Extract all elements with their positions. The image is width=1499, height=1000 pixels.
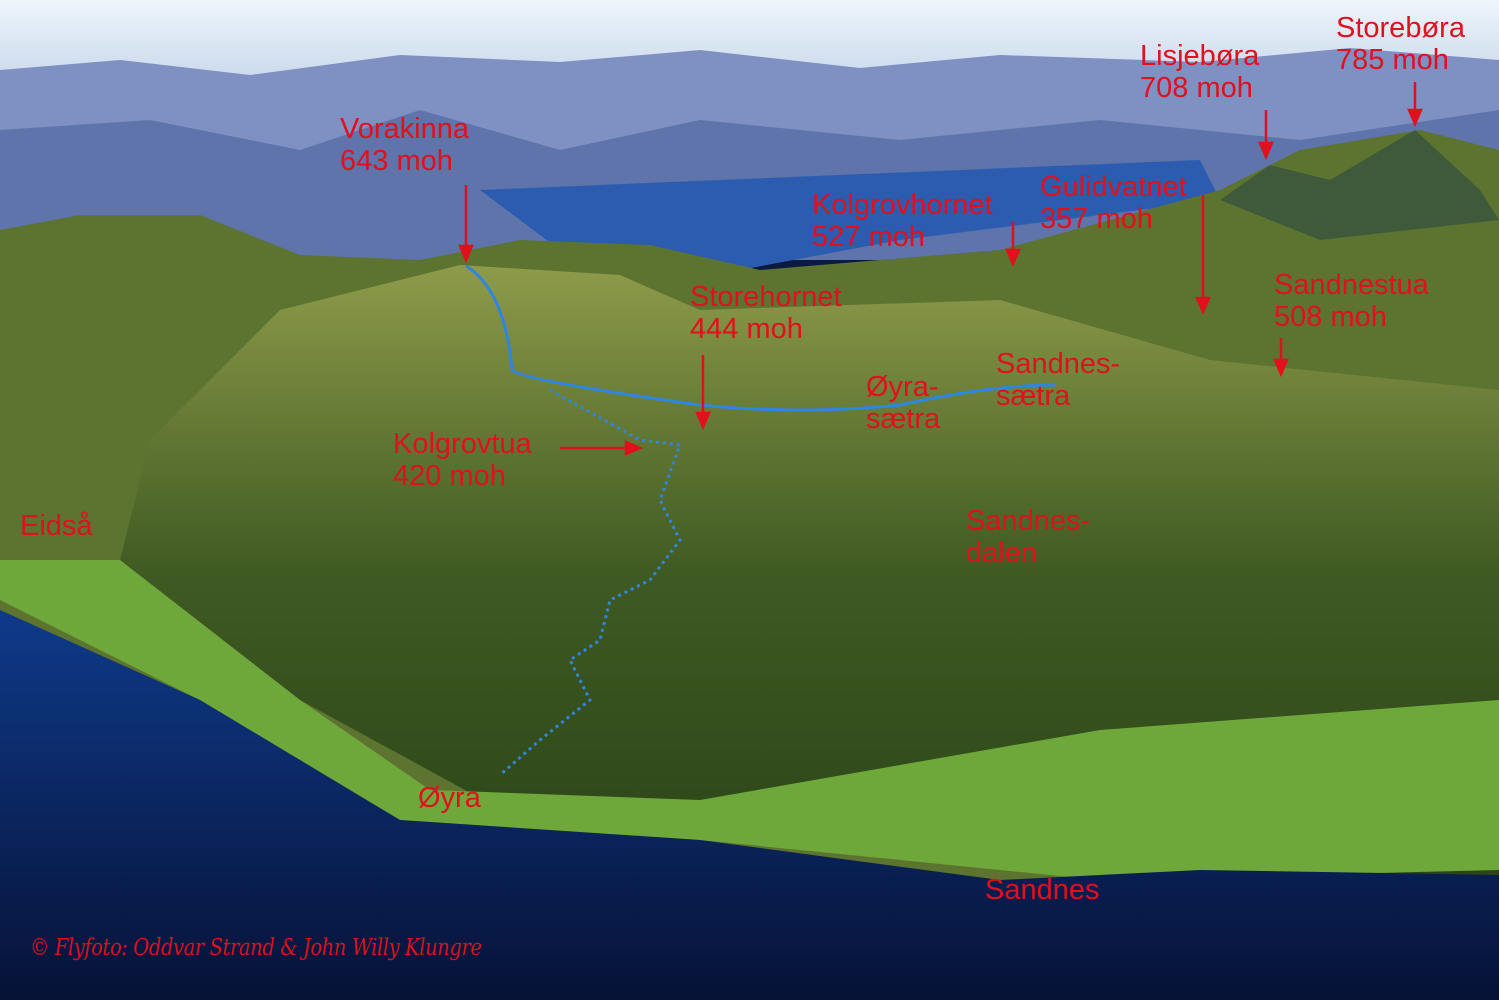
label-line: Øyra- — [866, 371, 939, 403]
label-elevation: 420 moh — [393, 460, 506, 492]
label-elevation: 785 moh — [1336, 44, 1449, 76]
label-elevation: 508 moh — [1274, 301, 1387, 333]
label-name: Sandnestua — [1274, 269, 1429, 301]
label-line: sætra — [866, 403, 941, 435]
photo-credit: © Flyfoto: Oddvar Strand & John Willy Kl… — [30, 935, 482, 961]
label-name: Gulidvatnet — [1040, 171, 1187, 203]
label-sandnessaetra: Sandnes-sætra — [996, 348, 1120, 412]
label-name: Storebøra — [1336, 12, 1465, 44]
label-elevation: 444 moh — [690, 313, 803, 345]
trail — [465, 264, 1057, 777]
label-sandnes: Sandnes — [985, 874, 1100, 906]
label-name: Sandnes — [985, 874, 1100, 906]
label-elevation: 643 moh — [340, 145, 453, 177]
label-oyrasaetra: Øyra-sætra — [866, 371, 940, 435]
trail-solid — [465, 264, 1057, 412]
label-line: Sandnes- — [966, 505, 1091, 537]
inner-fjord — [480, 160, 1220, 270]
label-line: sætra — [996, 380, 1071, 412]
farmland — [0, 560, 1499, 880]
storebora-peak — [1220, 130, 1499, 240]
fjord — [0, 610, 1499, 1000]
label-name: Storehornet — [690, 281, 842, 313]
label-line: dalen — [966, 537, 1037, 569]
label-name: Lisjebøra — [1140, 40, 1260, 72]
label-sandnesdalen: Sandnes-dalen — [966, 505, 1090, 569]
label-elevation: 708 moh — [1140, 72, 1253, 104]
label-name: Kolgrovhornet — [812, 189, 993, 221]
label-oyra: Øyra — [418, 782, 481, 814]
arrows — [458, 82, 1423, 456]
label-name: Vorakinna — [340, 113, 469, 145]
label-eidsa: Eidså — [20, 510, 93, 542]
label-name: Øyra — [418, 782, 481, 814]
label-elevation: 357 moh — [1040, 203, 1153, 235]
label-name: Eidså — [20, 510, 93, 542]
label-line: Sandnes- — [996, 348, 1121, 380]
label-elevation: 527 moh — [812, 221, 925, 253]
label-name: Kolgrovtua — [393, 428, 532, 460]
